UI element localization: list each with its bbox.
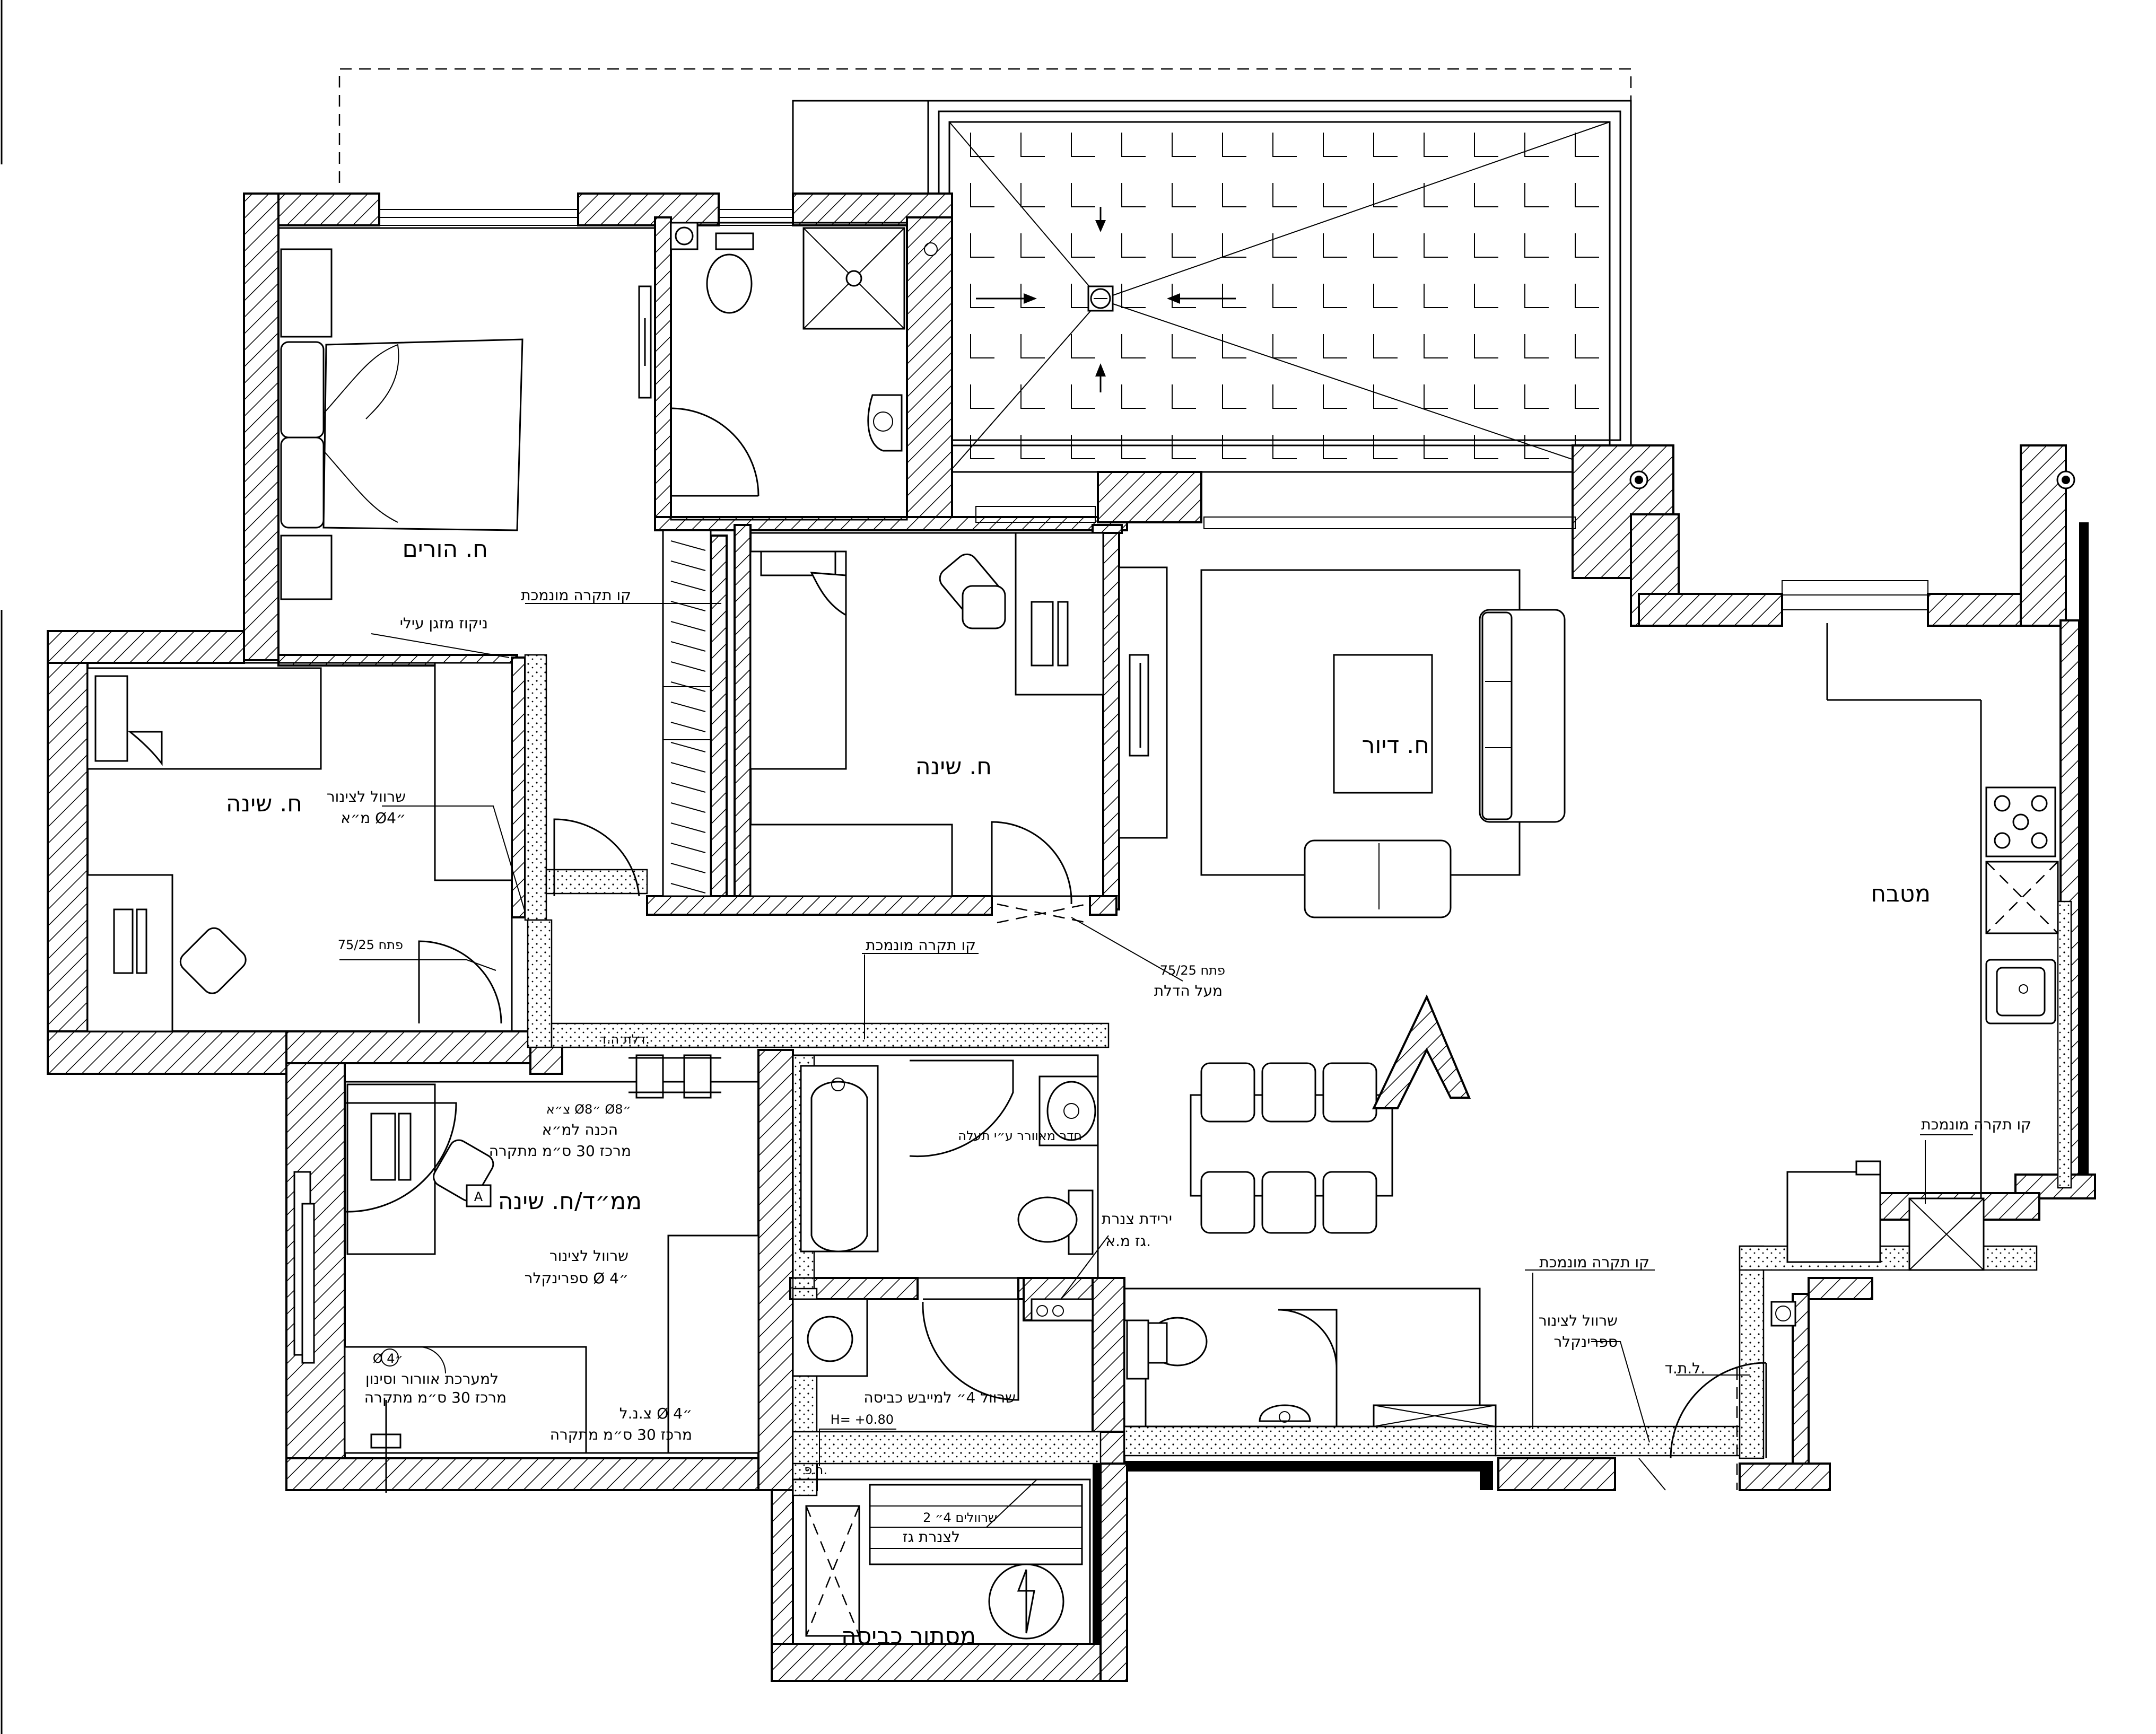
label-safe-room: ממ״ד/ח. שינה bbox=[498, 1188, 642, 1215]
note-sleeve-3a: שרוול לצינור bbox=[1539, 1312, 1618, 1329]
note-pipe-a: צ״א Ø8״ Ø8״ bbox=[546, 1102, 631, 1117]
note-dryer-b: H= +0.80 bbox=[831, 1412, 894, 1427]
parents-room: ח. הורים bbox=[277, 227, 655, 655]
north-arrow-icon bbox=[988, 1563, 1064, 1640]
note-dryer-a: שרוול 4״ למייבש כביסה bbox=[863, 1389, 1016, 1406]
svg-text:A: A bbox=[474, 1189, 483, 1204]
note-sleeve-1a: שרוול לצינור bbox=[327, 788, 406, 805]
terrace bbox=[338, 68, 1632, 473]
note-pipe-c: מרכז 30 ס״מ מתקרה bbox=[489, 1142, 631, 1160]
note-filter-b: למערכת אוורור וסינון bbox=[365, 1370, 499, 1388]
dining-area: A bbox=[1190, 994, 1471, 1234]
annotations: קו תקרה מונמכת ניקוז מזגן עילי שרוול לצי… bbox=[327, 586, 2031, 1546]
note-opening-1: פתח 75/25 bbox=[338, 938, 403, 952]
note-ac-drain: ניקוז מזגן עילי bbox=[400, 615, 488, 632]
note-sleeve-2a: שרוול לצינור bbox=[549, 1247, 629, 1265]
note-pipe-b: הכנה למ״א bbox=[542, 1121, 618, 1139]
note-ltd: ל.ת.ד. bbox=[1665, 1360, 1705, 1377]
note-ceiling-line-3: קו תקרה מונמכת bbox=[1921, 1116, 2031, 1133]
note-ap: ר.פ. bbox=[804, 1462, 827, 1477]
note-ventilated-room: חדר מאוורר ע״י תעלה bbox=[958, 1128, 1082, 1143]
bedroom-left: ח. שינה bbox=[86, 662, 640, 1032]
note-opening-2b: מעל הדלת bbox=[1154, 982, 1223, 1000]
bathroom bbox=[792, 1054, 1099, 1401]
note-ceiling-line-1: קו תקרה מונמכת bbox=[521, 586, 631, 604]
note-door-label: דלת ה.ד. bbox=[600, 1032, 650, 1047]
note-gas-b: גז מ.א. bbox=[1105, 1232, 1151, 1250]
note-gas-a: ירידת צנרת bbox=[1102, 1210, 1172, 1228]
note-ceiling-line-2: קו תקרה מונמכת bbox=[866, 936, 976, 954]
note-sleeve-2b: ספרינקלר Ø 4״ bbox=[525, 1269, 629, 1287]
label-parents-room: ח. הורים bbox=[403, 536, 488, 563]
note-sleeve-3b: ספרינקלר bbox=[1553, 1333, 1618, 1351]
entrance bbox=[1638, 1301, 1796, 1491]
master-bath bbox=[670, 222, 938, 521]
note-ceiling-line-4: קו תקרה מונמכת bbox=[1539, 1254, 1649, 1271]
laundry-area: מסתור כביסה bbox=[792, 1478, 1091, 1650]
label-laundry: מסתור כביסה bbox=[841, 1623, 976, 1650]
label-bedroom-mid: ח. שינה bbox=[915, 753, 992, 780]
label-bedroom-left: ח. שינה bbox=[226, 790, 302, 817]
label-living-room: ח. דיור bbox=[1362, 732, 1429, 759]
guest-wc bbox=[1123, 1288, 1497, 1428]
note-gas-pipes-b: לצנרת גז bbox=[903, 1528, 960, 1546]
note-gas-pipes-a: 2 שרוולים 4״ bbox=[923, 1510, 997, 1525]
note-drain-a: צ.נ.ל Ø 4״ bbox=[619, 1405, 692, 1422]
note-drain-b: מרכז 30 ס״מ מתקרה bbox=[550, 1426, 692, 1443]
note-opening-2a: פתח 75/25 bbox=[1160, 963, 1225, 978]
leaders bbox=[339, 603, 1973, 1528]
living-room: ח. דיור bbox=[1118, 566, 1566, 918]
note-sleeve-1b: מ״א Ø4״ bbox=[341, 809, 406, 827]
kitchen: מטבח bbox=[1629, 470, 2075, 1271]
note-filter-c: מרכז 30 ס״מ מתקרה bbox=[364, 1389, 507, 1406]
floor-drain-icon bbox=[1087, 285, 1114, 312]
bedroom-mid: ח. שינה bbox=[749, 532, 1104, 924]
safe-room: A ממ״ד/ח. שינה bbox=[293, 1054, 760, 1493]
label-kitchen: מטבח bbox=[1871, 880, 1931, 907]
terrace-tiles bbox=[970, 133, 1599, 459]
note-filter-a: Ø 4״ bbox=[373, 1351, 403, 1366]
section-marker-icon: A bbox=[1372, 994, 1471, 1109]
